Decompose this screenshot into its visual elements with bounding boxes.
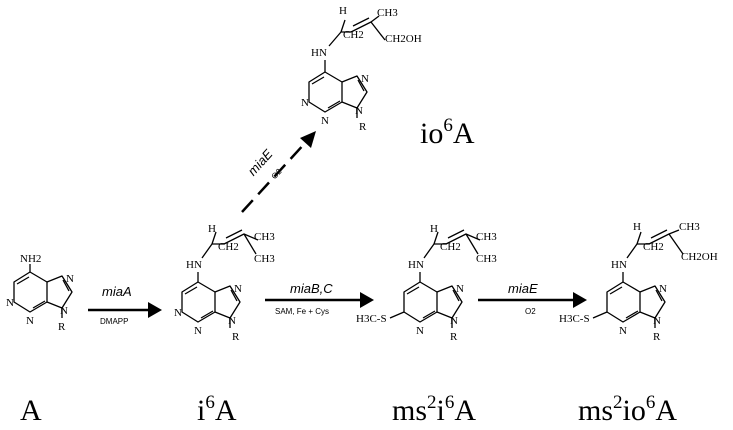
atom-n: N xyxy=(653,315,661,327)
compound-ms2io6a: HN H CH2 CH3 CH2OH H3C-S N N N R xyxy=(559,221,718,343)
atom-n: N xyxy=(619,325,627,337)
label-ms2io6a: ms2io6A xyxy=(578,392,677,427)
atom-n: N xyxy=(66,273,74,285)
compound-io6a: HN H CH2 CH3 CH2OH N N N N R xyxy=(301,5,422,133)
reaction-miaA: miaA DMAPP xyxy=(88,284,162,326)
atom-n: N xyxy=(416,325,424,337)
enzyme-label: miaA xyxy=(102,284,132,299)
compound-ms2i6a: HN H CH2 CH3 CH3 H3C-S N N N R xyxy=(356,223,497,343)
enzyme-label: miaB,C xyxy=(290,281,333,296)
label-i6a: i6A xyxy=(197,392,237,427)
atom-h3cs: H3C-S xyxy=(356,313,387,325)
atom-ch2: CH2 xyxy=(343,29,364,41)
atom-n: N xyxy=(6,297,14,309)
atom-ch3: CH3 xyxy=(377,7,398,19)
atom-n: N xyxy=(234,283,242,295)
label-a: A xyxy=(20,394,42,427)
atom-ch3: CH3 xyxy=(476,253,497,265)
cofactor-label: SAM, Fe + Cys xyxy=(275,307,329,316)
atom-n: N xyxy=(659,283,667,295)
atom-n: N xyxy=(321,115,329,127)
atom-n: N xyxy=(26,315,34,327)
atom-ch3: CH3 xyxy=(254,231,275,243)
reaction-miaE-diagonal: miaE O2 xyxy=(241,131,316,213)
atom-hn: HN xyxy=(408,259,424,271)
atom-ch2: CH2 xyxy=(440,241,461,253)
atom-h: H xyxy=(633,221,641,233)
atom-ch2: CH2 xyxy=(218,241,239,253)
atom-n: N xyxy=(450,315,458,327)
atom-r: R xyxy=(359,121,367,133)
reaction-miaE-bottom: miaE O2 xyxy=(478,281,587,316)
atom-n: N xyxy=(355,105,363,117)
atom-hn: HN xyxy=(311,47,327,59)
reaction-miaBC: miaB,C SAM, Fe + Cys xyxy=(265,281,374,316)
atom-r: R xyxy=(232,331,240,343)
atom-hn: HN xyxy=(186,259,202,271)
atom-r: R xyxy=(653,331,661,343)
atom-ch3: CH3 xyxy=(254,253,275,265)
compound-i6a: HN H CH2 CH3 CH3 N N N N R xyxy=(174,223,275,343)
compound-adenosine: NH2 N N N N R xyxy=(6,253,74,333)
label-ms2i6a: ms2i6A xyxy=(392,392,476,427)
atom-ch3: CH3 xyxy=(679,221,700,233)
enzyme-label: miaE xyxy=(508,281,538,296)
atom-r: R xyxy=(450,331,458,343)
atom-ch2oh: CH2OH xyxy=(385,33,422,45)
atom-hn: HN xyxy=(611,259,627,271)
atom-h: H xyxy=(339,5,347,17)
atom-h: H xyxy=(430,223,438,235)
label-io6a: io6A xyxy=(420,115,475,150)
atom-ch3: CH3 xyxy=(476,231,497,243)
atom-r: R xyxy=(58,321,66,333)
atom-n: N xyxy=(194,325,202,337)
atom-n: N xyxy=(174,307,182,319)
atom-n: N xyxy=(228,315,236,327)
atom-n: N xyxy=(361,73,369,85)
atom-h: H xyxy=(208,223,216,235)
cofactor-label: O2 xyxy=(525,307,536,316)
atom-ch2oh: CH2OH xyxy=(681,251,718,263)
cofactor-label: DMAPP xyxy=(100,317,128,326)
atom-n: N xyxy=(60,305,68,317)
atom-n: N xyxy=(301,97,309,109)
atom-nh2: NH2 xyxy=(20,253,41,265)
atom-h3cs: H3C-S xyxy=(559,313,590,325)
atom-ch2: CH2 xyxy=(643,241,664,253)
atom-n: N xyxy=(456,283,464,295)
